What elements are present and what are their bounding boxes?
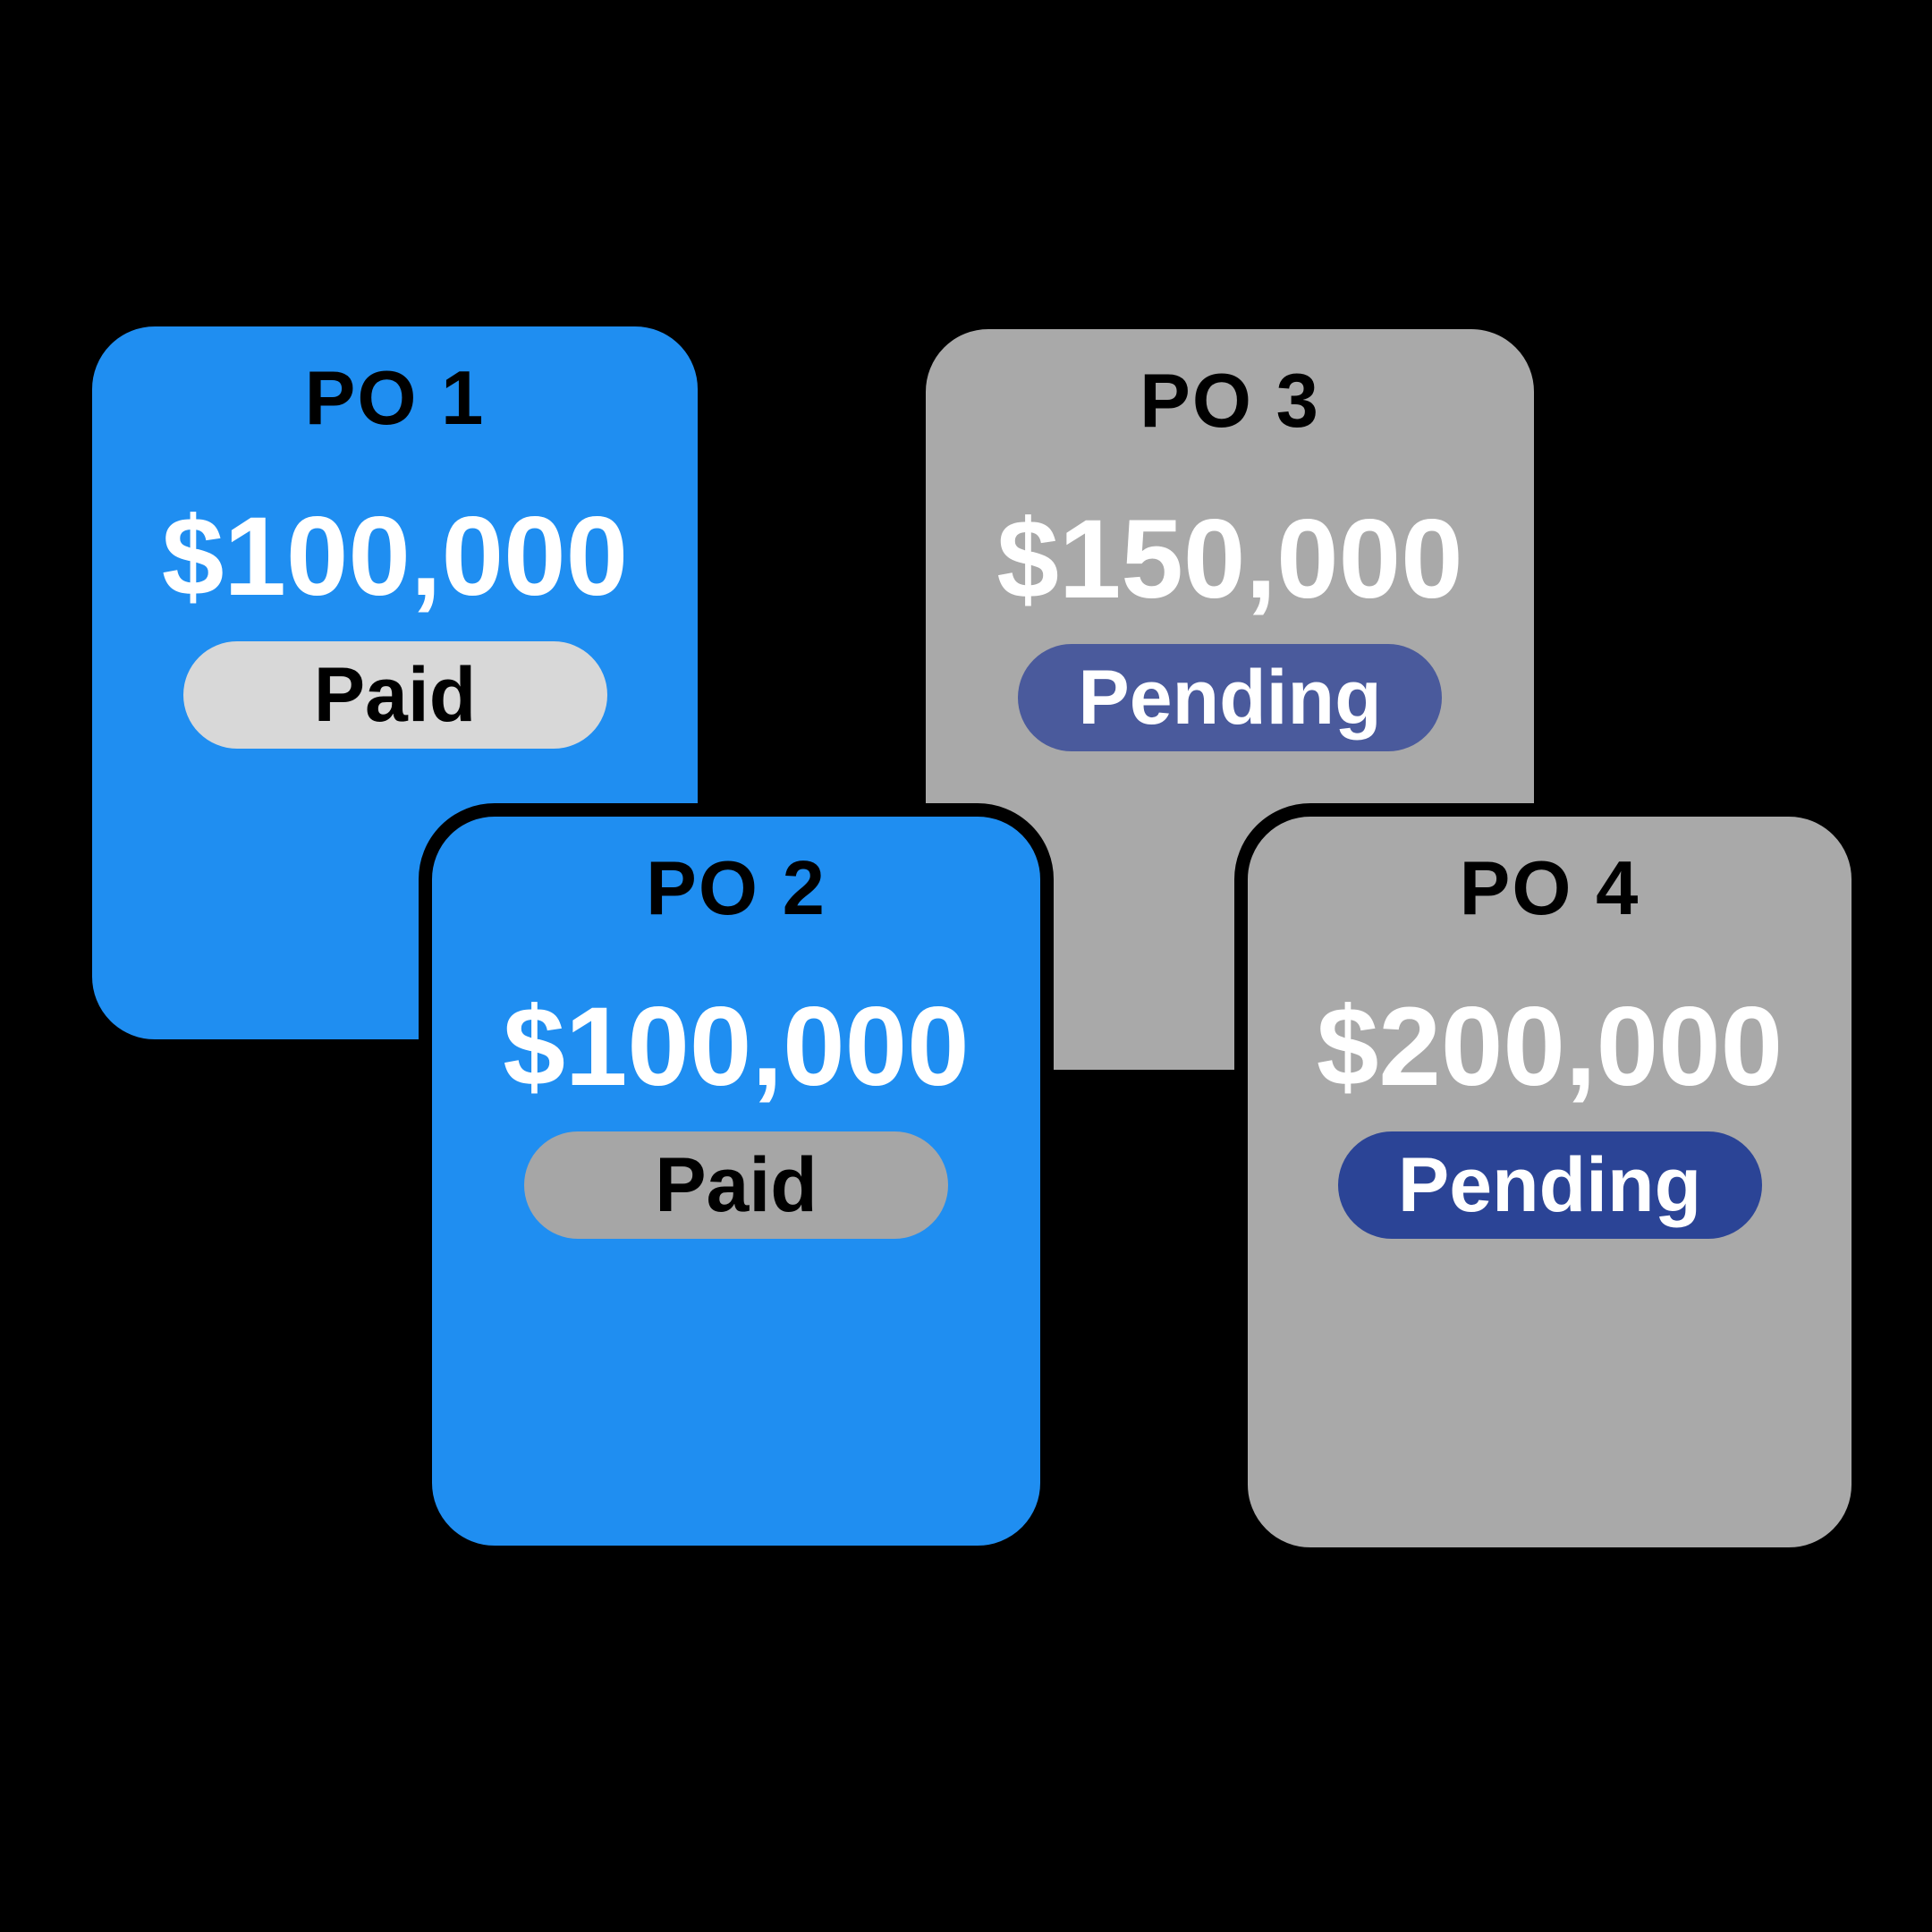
po-4-amount: $200,000 (1316, 985, 1784, 1109)
po-4-title: PO 4 (1459, 846, 1640, 931)
po-3-amount: $150,000 (996, 497, 1463, 622)
po-2-card: PO 2 $100,000 Paid (419, 803, 1054, 1559)
po-2-status-label: Paid (655, 1142, 818, 1228)
po-1-title: PO 1 (304, 356, 486, 441)
po-3-title: PO 3 (1140, 359, 1320, 444)
po-3-status-label: Pending (1078, 655, 1382, 741)
po-3-status-badge: Pending (1018, 644, 1442, 751)
po-4-status-badge: Pending (1337, 1131, 1762, 1239)
po-1-status-label: Paid (313, 652, 477, 738)
po-2-title: PO 2 (646, 846, 826, 931)
po-4-status-label: Pending (1397, 1142, 1702, 1228)
po-1-card: PO 1 $100,000 Paid (79, 313, 711, 1053)
po-1-amount: $100,000 (161, 495, 629, 619)
po-4-card: PO 4 $200,000 Pending (1234, 803, 1865, 1561)
po-1-status-badge: Paid (182, 641, 607, 749)
po-2-status-badge: Paid (524, 1131, 948, 1239)
po-2-amount: $100,000 (503, 985, 970, 1109)
